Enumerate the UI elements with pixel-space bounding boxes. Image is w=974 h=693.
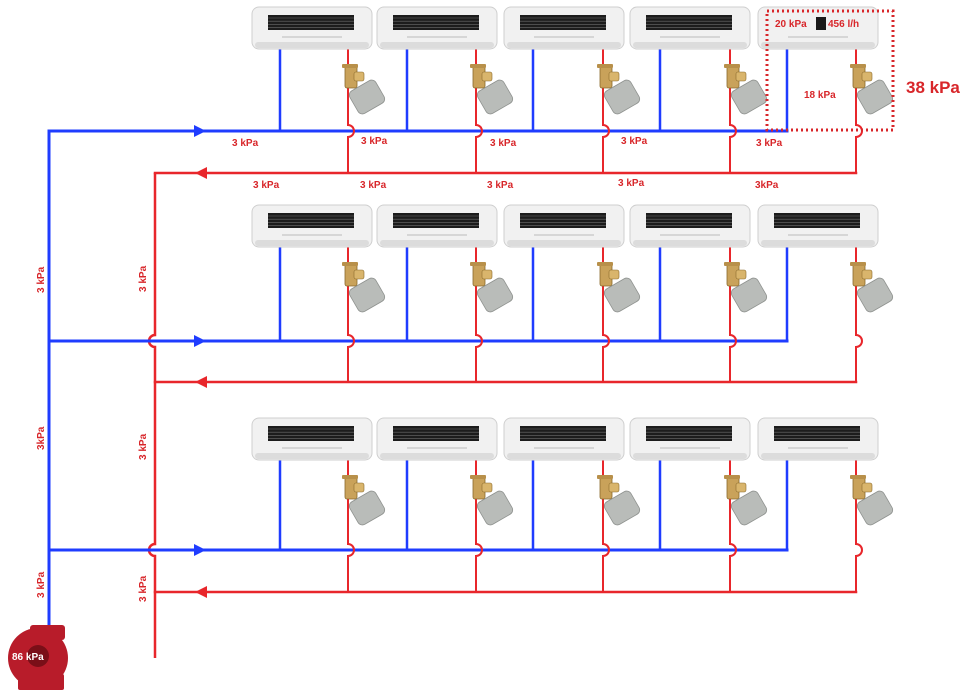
balancing-valve-icon xyxy=(342,64,386,115)
branch-return-label-2: 3 kPa xyxy=(360,180,387,191)
balancing-valve-icon xyxy=(470,64,514,115)
main-supply-label-1: 3 kPa xyxy=(36,266,47,293)
unit-return-pipe xyxy=(855,460,863,592)
unit-return-pipe xyxy=(475,49,483,173)
pipe-network xyxy=(47,47,863,658)
unit-return-pipe xyxy=(602,460,610,592)
fan-coil-unit-icon xyxy=(251,204,373,248)
branch-return-label-1: 3 kPa xyxy=(253,180,280,191)
flow-rate-label: 456 l/h xyxy=(828,19,859,30)
fan-coil-unit-icon xyxy=(503,417,625,461)
balancing-valve-icon xyxy=(597,262,641,313)
valve-pressure-drop-label: 18 kPa xyxy=(804,90,836,101)
fan-coil-unit-icon xyxy=(503,204,625,248)
unit-return-pipe xyxy=(602,247,610,382)
pressure-labels: 3 kPa 3 kPa 3 kPa 3 kPa 3 kPa 3 kPa 3 kP… xyxy=(12,19,836,663)
balancing-valve-icon xyxy=(470,475,514,526)
branch-supply-label-1: 3 kPa xyxy=(232,138,259,149)
balancing-valve-icon xyxy=(724,475,768,526)
fan-coil-unit-icon xyxy=(376,417,498,461)
main-supply-label-3: 3 kPa xyxy=(36,571,47,598)
branch-supply-label-3: 3 kPa xyxy=(490,138,517,149)
fan-coil-unit-icon xyxy=(757,204,879,248)
fan-coil-unit-icon xyxy=(629,6,751,50)
fan-coil-units xyxy=(251,6,879,461)
balancing-valve-icon xyxy=(850,262,894,313)
unit-return-pipe xyxy=(729,247,737,382)
return-flow-arrow xyxy=(195,586,207,598)
pump-head-label: 86 kPa xyxy=(12,652,44,663)
balancing-valve-icon xyxy=(597,475,641,526)
unit-return-pipe xyxy=(729,460,737,592)
unit-return-pipe xyxy=(347,49,355,173)
balancing-valve-icon xyxy=(342,475,386,526)
balancing-valves xyxy=(342,64,894,526)
fan-coil-unit-icon xyxy=(757,417,879,461)
return-flow-arrow xyxy=(195,167,207,179)
fan-coil-unit-icon xyxy=(503,6,625,50)
unit-return-pipe xyxy=(729,49,737,173)
unit-pressure-drop-label: 20 kPa xyxy=(775,19,807,30)
total-pressure-label: 38 kPa xyxy=(906,78,960,97)
unit-return-pipe xyxy=(602,49,610,173)
fan-coil-unit-icon xyxy=(251,417,373,461)
branch-return-label-4: 3 kPa xyxy=(618,178,645,189)
main-return-label-2: 3 kPa xyxy=(138,433,149,460)
supply-flow-arrow xyxy=(194,544,206,556)
fan-coil-unit-icon xyxy=(629,417,751,461)
unit-return-pipe xyxy=(347,247,355,382)
flow-marker xyxy=(816,17,826,30)
branch-supply-label-4: 3 kPa xyxy=(621,136,648,147)
fan-coil-unit-icon xyxy=(629,204,751,248)
supply-flow-arrow xyxy=(194,125,206,137)
unit-return-pipe xyxy=(855,247,863,382)
fan-coil-unit-icon xyxy=(251,6,373,50)
return-flow-arrow xyxy=(195,376,207,388)
fan-coil-unit-icon xyxy=(376,6,498,50)
critical-circuit-highlight xyxy=(765,9,895,132)
branch-supply-label-5: 3 kPa xyxy=(756,138,783,149)
unit-return-pipe xyxy=(347,460,355,592)
balancing-valve-icon xyxy=(850,475,894,526)
unit-return-pipe xyxy=(475,247,483,382)
balancing-valve-icon xyxy=(597,64,641,115)
main-return-label-3: 3 kPa xyxy=(138,575,149,602)
branch-supply-label-2: 3 kPa xyxy=(361,136,388,147)
balancing-valve-icon xyxy=(342,262,386,313)
balancing-valve-icon xyxy=(724,64,768,115)
main-return-label-1: 3 kPa xyxy=(138,265,149,292)
supply-flow-arrow xyxy=(194,335,206,347)
balancing-valve-icon xyxy=(724,262,768,313)
return-riser-pipe xyxy=(147,173,157,658)
fan-coil-unit-icon xyxy=(376,204,498,248)
balancing-valve-icon xyxy=(470,262,514,313)
main-supply-label-2: 3kPa xyxy=(36,426,47,450)
branch-return-label-5: 3kPa xyxy=(755,180,779,191)
unit-return-pipe xyxy=(475,460,483,592)
balancing-valve-icon xyxy=(850,64,894,115)
branch-return-label-3: 3 kPa xyxy=(487,180,514,191)
circulation-pump-icon xyxy=(8,625,68,690)
